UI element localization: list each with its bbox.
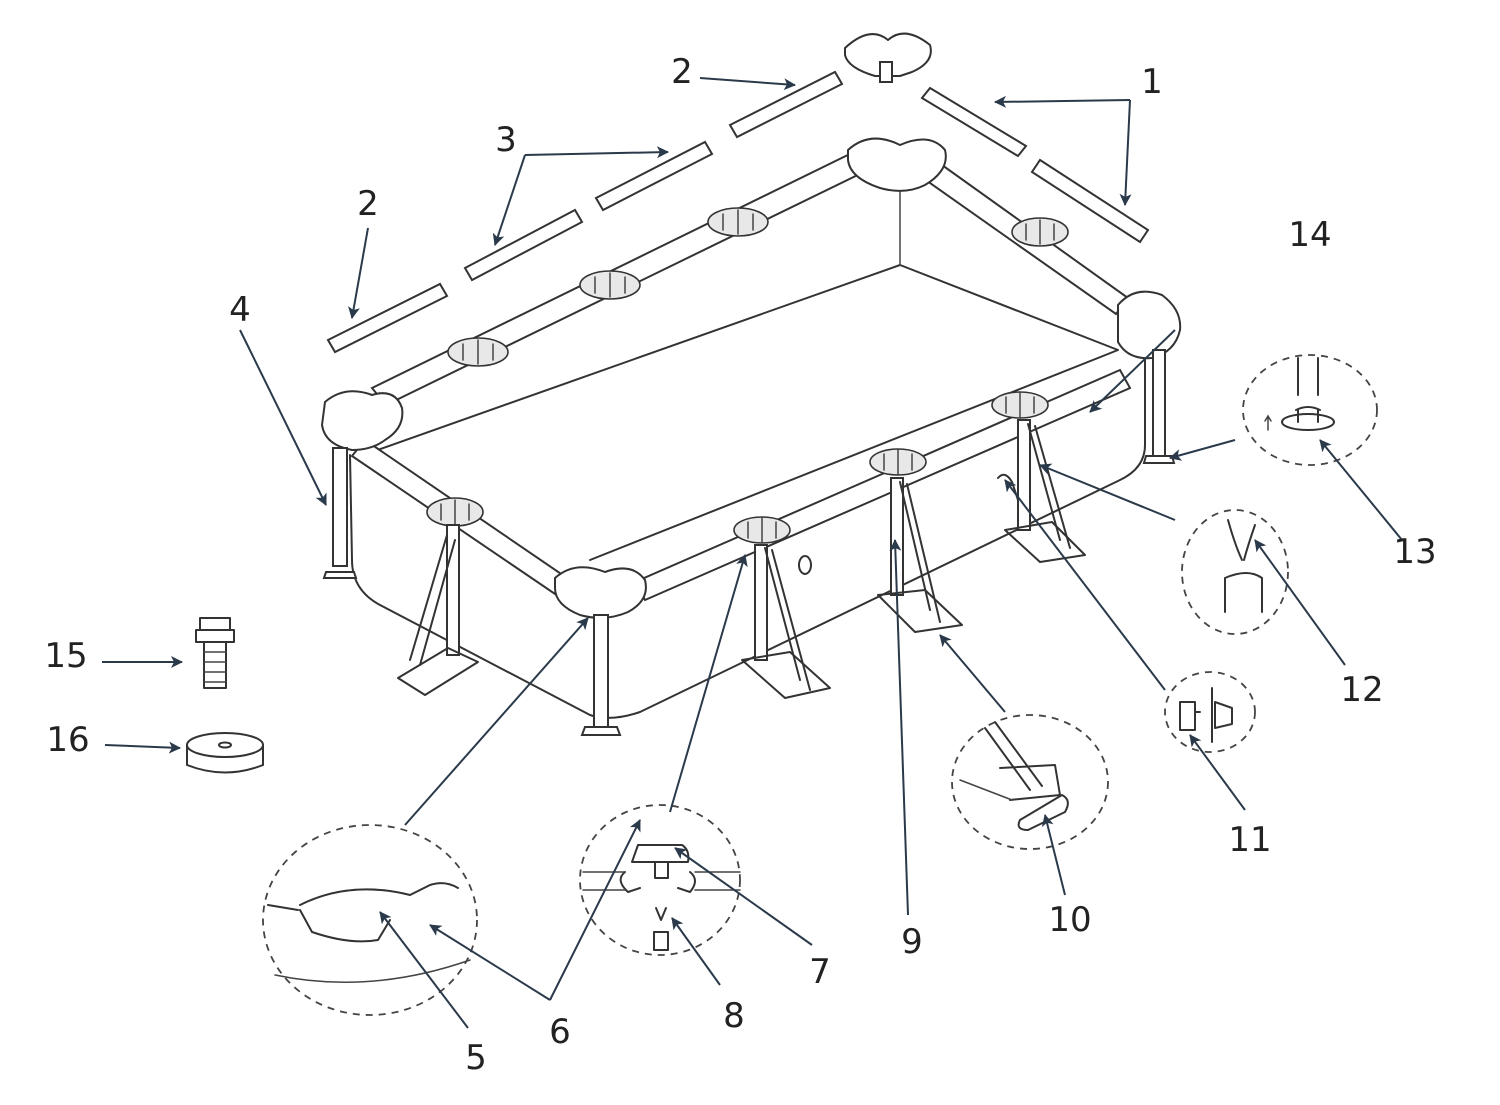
corner-joints [321, 137, 1182, 619]
label-3: 3 [495, 120, 517, 160]
loose-parts [186, 32, 1150, 774]
label-8: 8 [723, 996, 745, 1036]
detail-callouts [262, 354, 1378, 1016]
label-9: 9 [901, 922, 923, 962]
label-6: 6 [549, 1012, 571, 1052]
label-13: 13 [1393, 532, 1437, 572]
label-15: 15 [44, 636, 88, 676]
label-7: 7 [809, 952, 831, 992]
label-14: 14 [1288, 215, 1332, 255]
label-2-top: 2 [671, 52, 693, 92]
label-2-left: 2 [357, 184, 379, 224]
label-11: 11 [1228, 820, 1272, 860]
label-1: 1 [1141, 62, 1163, 102]
corner-legs [322, 349, 1176, 736]
side-supports [397, 419, 1086, 699]
label-5: 5 [465, 1038, 487, 1078]
t-joints [426, 207, 1069, 544]
label-12: 12 [1340, 670, 1384, 710]
label-10: 10 [1048, 900, 1092, 940]
leader-arrows [102, 77, 1403, 1029]
label-16: 16 [46, 720, 90, 760]
label-4: 4 [229, 290, 251, 330]
